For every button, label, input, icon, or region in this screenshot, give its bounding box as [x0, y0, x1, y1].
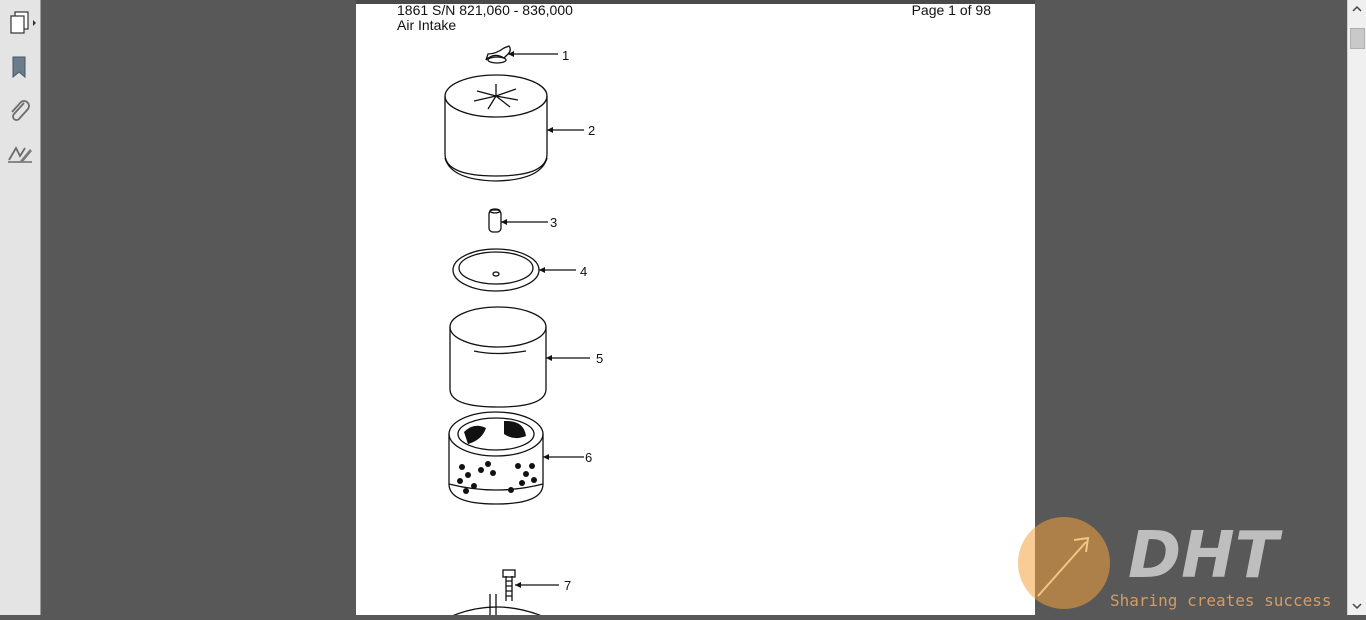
- model-serial-header: 1861 S/N 821,060 - 836,000: [397, 2, 573, 18]
- part-inner-element: [448, 411, 544, 505]
- callout-7: 7: [564, 578, 571, 593]
- part-spacer: [488, 208, 502, 233]
- parts-diagram: 1 2 3 4 5 6 7: [444, 45, 603, 615]
- part-seal-plate: [452, 248, 540, 292]
- scroll-up-button[interactable]: [1348, 0, 1366, 18]
- part-mounting-bolt: [452, 569, 542, 615]
- pdf-page: 1861 S/N 821,060 - 836,000 Page 1 of 98 …: [356, 0, 1035, 615]
- callout-1: 1: [562, 48, 569, 63]
- part-outer-element: [449, 306, 547, 408]
- part-cleaner-cover: [444, 74, 548, 182]
- chevron-up-icon: [1352, 5, 1362, 12]
- signatures-icon[interactable]: [6, 140, 34, 168]
- vertical-scrollbar[interactable]: [1347, 0, 1366, 615]
- callout-6: 6: [585, 450, 592, 465]
- scroll-thumb[interactable]: [1350, 28, 1365, 49]
- chevron-down-icon: [1352, 603, 1362, 610]
- callout-4: 4: [580, 264, 587, 279]
- callout-2: 2: [588, 123, 595, 138]
- section-title: Air Intake: [397, 17, 457, 33]
- bookmarks-icon[interactable]: [6, 54, 34, 82]
- callout-5: 5: [596, 351, 603, 366]
- callout-3: 3: [550, 215, 557, 230]
- pages-icon[interactable]: [6, 10, 36, 38]
- watermark-tagline: Sharing creates success: [1110, 591, 1332, 610]
- perforation-pattern: [457, 420, 537, 494]
- scroll-down-button[interactable]: [1348, 597, 1366, 615]
- navigation-sidebar: [0, 0, 41, 615]
- part-wing-nut: [485, 45, 511, 64]
- page-indicator: Page 1 of 98: [911, 2, 991, 18]
- attachments-icon[interactable]: [6, 97, 34, 125]
